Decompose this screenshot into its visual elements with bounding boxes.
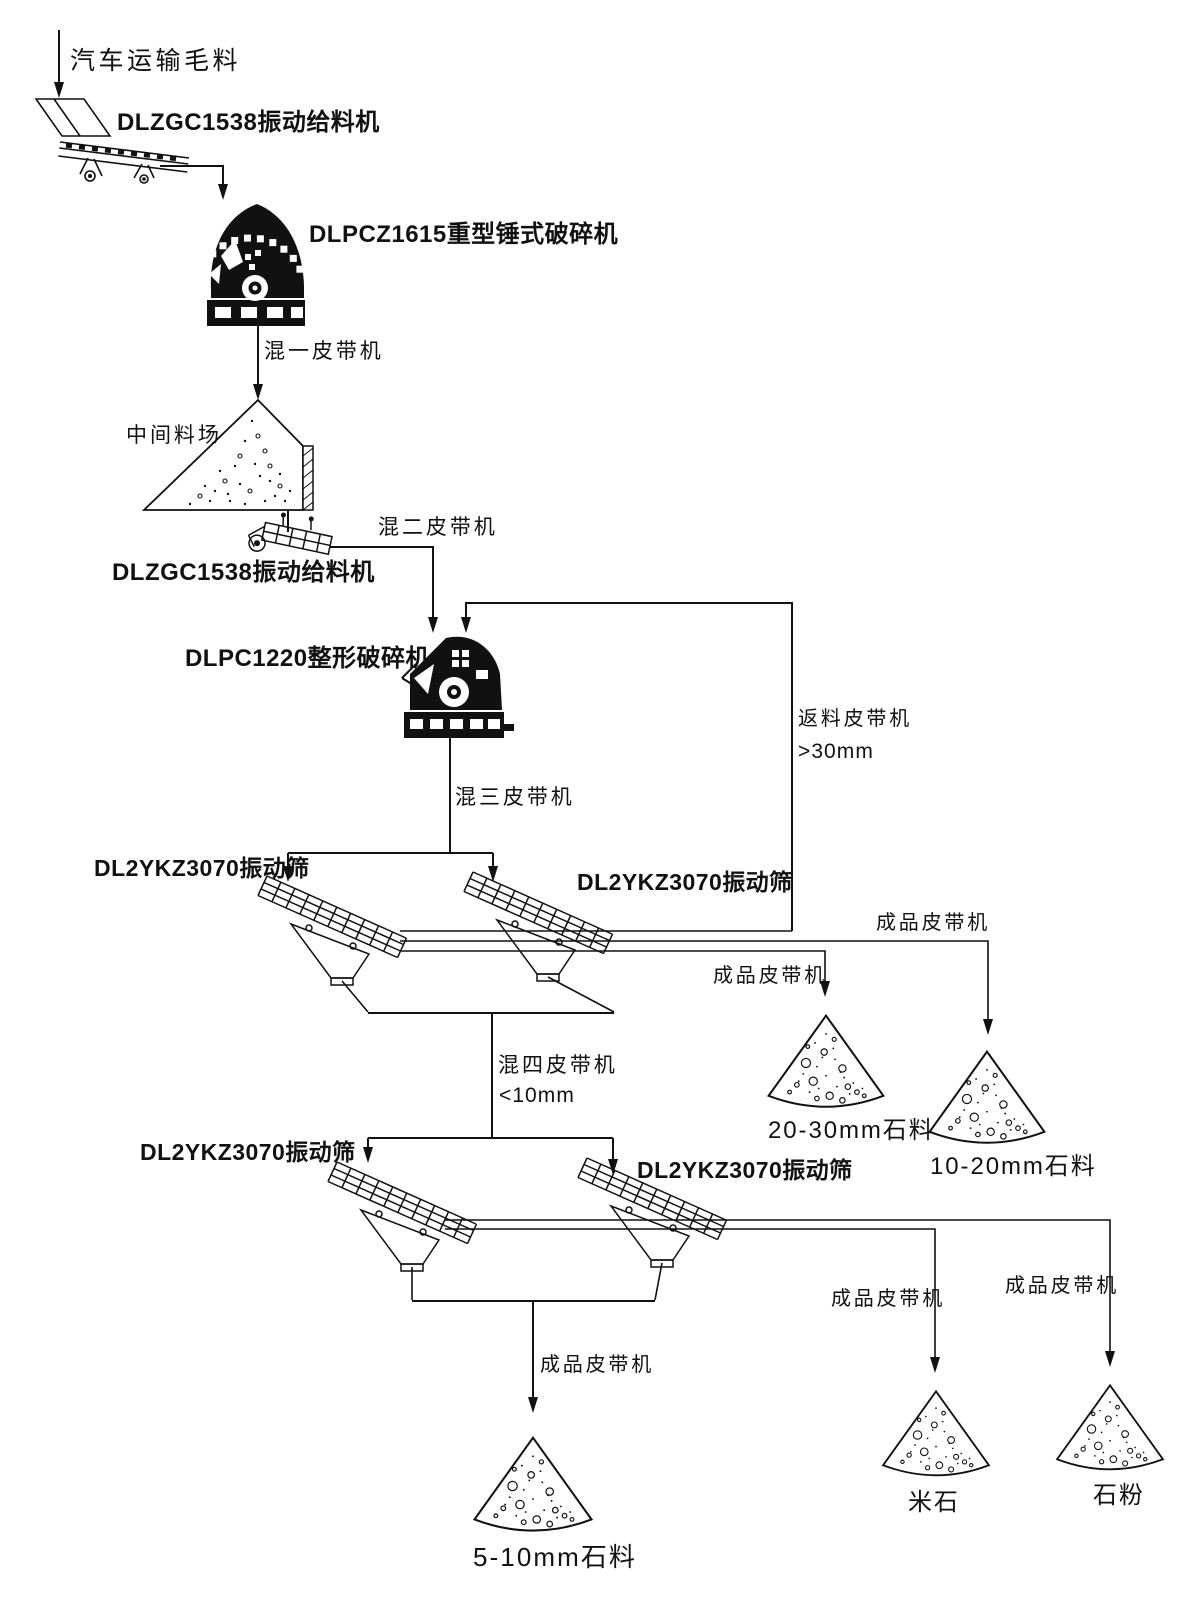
product-belt-2-label: 成品皮带机 [713, 965, 827, 987]
pile-10-20mm-icon [928, 1050, 1046, 1144]
belt2-label: 混二皮带机 [378, 516, 498, 539]
pile-shifen-label: 石粉 [1093, 1482, 1145, 1509]
screen1-right-label: DL2YKZ3070振动筛 [577, 869, 793, 895]
product-belt-4-label: 成品皮带机 [831, 1288, 945, 1310]
shaping-crusher-icon [401, 636, 514, 738]
pile-20-30mm-icon [767, 1014, 885, 1108]
vibrating-feeder-2-icon [247, 512, 333, 556]
product-belt-1-label: 成品皮带机 [876, 912, 990, 934]
belt4-size-label: <10mm [499, 1084, 575, 1107]
hammer-crusher-icon [207, 204, 305, 326]
feeder1-label: DLZGC1538振动给料机 [117, 109, 380, 136]
hammer-crusher-label: DLPCZ1615重型锤式破碎机 [309, 221, 619, 248]
pile-10-20mm-label: 10-20mm石料 [930, 1153, 1097, 1180]
feeder2-label: DLZGC1538振动给料机 [112, 559, 375, 586]
belt1-label: 混一皮带机 [264, 340, 384, 363]
belt4-label: 混四皮带机 [498, 1054, 618, 1077]
pile-mishi-label: 米石 [908, 1489, 960, 1516]
screen2-left-label: DL2YKZ3070振动筛 [140, 1139, 356, 1165]
vibrating-feeder-1-icon [34, 98, 190, 184]
vibrating-screen-1-left-icon [257, 875, 408, 986]
product-belt-3-label: 成品皮带机 [540, 1354, 654, 1376]
vibrating-screen-2-left-icon [327, 1161, 478, 1272]
arrowheads [54, 82, 1115, 1413]
shaping-crusher-label: DLPC1220整形破碎机 [185, 645, 430, 672]
pile-shifen-icon [1056, 1384, 1164, 1471]
screen2-right-label: DL2YKZ3070振动筛 [637, 1157, 853, 1183]
pile-5-10mm-label: 5-10mm石料 [473, 1542, 637, 1572]
stockpile-icon [141, 398, 314, 511]
pile-20-30mm-label: 20-30mm石料 [768, 1117, 935, 1144]
pile-5-10mm-icon [473, 1436, 593, 1532]
stockpile-label: 中间料场 [126, 424, 222, 447]
pile-mishi-icon [882, 1390, 990, 1477]
return-size-label: >30mm [798, 740, 874, 763]
return-belt-label: 返料皮带机 [798, 708, 912, 730]
raw-material-label: 汽车运输毛料 [70, 47, 242, 75]
screen1-left-label: DL2YKZ3070振动筛 [94, 855, 310, 881]
belt3-label: 混三皮带机 [455, 786, 575, 809]
product-belt-5-label: 成品皮带机 [1005, 1275, 1119, 1297]
